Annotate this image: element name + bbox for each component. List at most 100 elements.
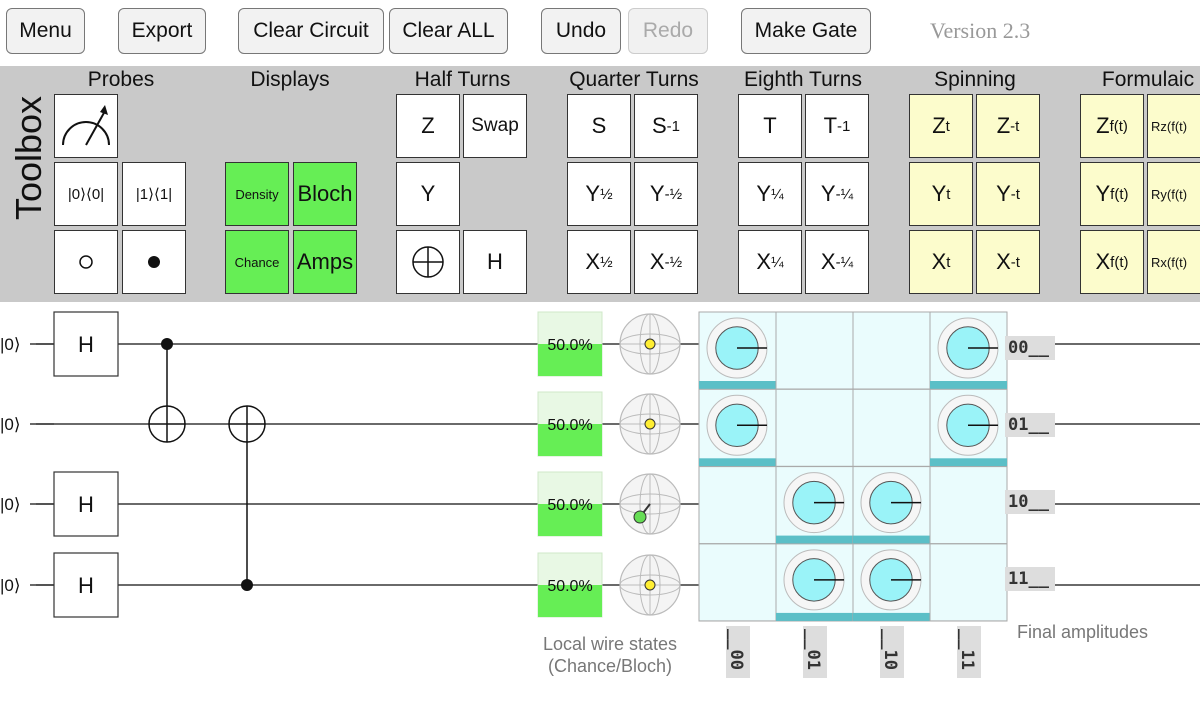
redo-button[interactable]: Redo	[628, 8, 708, 54]
amplitude-col-label: __01	[803, 626, 827, 678]
svg-text:00__: 00__	[1008, 338, 1050, 358]
amplitude-probability-bar	[699, 381, 776, 389]
svg-text:H: H	[78, 573, 94, 598]
anti-control-gate[interactable]	[54, 230, 118, 294]
bloch-sphere-wire-2[interactable]	[619, 393, 681, 455]
control-gate[interactable]	[122, 230, 186, 294]
amplitude-cell	[852, 311, 931, 390]
z-minus-t-gate[interactable]: Z-t	[976, 94, 1040, 158]
undo-button[interactable]: Undo	[541, 8, 621, 54]
chance-value: 50.0%	[547, 578, 592, 595]
chance-display-wire-1[interactable]: 50.0%	[537, 311, 603, 377]
svg-text:__11: __11	[957, 629, 977, 670]
chance-value: 50.0%	[547, 417, 592, 434]
toolbox: Toolbox Probes Displays Half Turns Quart…	[0, 66, 1200, 302]
amplitude-row-label: 11__	[1005, 567, 1055, 591]
amplitude-probability-bar	[776, 612, 853, 621]
postselect-on-gate[interactable]: |1⟩⟨1|	[122, 162, 186, 226]
measurement-gate[interactable]	[54, 94, 118, 158]
swap-gate[interactable]: Swap	[463, 94, 527, 158]
amplitude-col-label: __11	[957, 626, 981, 678]
ry-ft-gate[interactable]: Ry(f(t)	[1147, 162, 1200, 226]
amplitude-cell	[775, 466, 854, 545]
h-gate-wire-1[interactable]: H	[53, 311, 119, 377]
y-minus-t-gate[interactable]: Y-t	[976, 162, 1040, 226]
z-gate[interactable]: Z	[396, 94, 460, 158]
chance-value: 50.0%	[547, 337, 592, 354]
y-minus-quarter-gate[interactable]: Y-¼	[805, 162, 869, 226]
measure-meter-icon	[62, 105, 110, 146]
x-minus-quarter-gate[interactable]: X-¼	[805, 230, 869, 294]
chance-displays: 50.0% 50.0% 50.0% 50.0%	[537, 311, 603, 618]
bloch-sphere-wire-3[interactable]	[619, 473, 681, 535]
category-quarter-turns: Quarter Turns	[569, 68, 699, 91]
y-gate[interactable]: Y	[396, 162, 460, 226]
amplitude-probability-bar	[930, 458, 1007, 467]
chance-display-wire-4[interactable]: 50.0%	[537, 552, 603, 618]
amplitude-cell	[929, 311, 1008, 390]
category-formulaic: Formulaic	[1101, 68, 1195, 91]
rx-ft-gate[interactable]: Rx(f(t)	[1147, 230, 1200, 294]
chance-display-wire-2[interactable]: 50.0%	[537, 391, 603, 457]
menu-button[interactable]: Menu	[6, 8, 85, 54]
bloch-sphere-wire-4[interactable]	[619, 554, 681, 616]
amplitude-matrix[interactable]: 00__01__10__11____00__01__10__11	[698, 311, 1055, 678]
amplitude-cell	[698, 466, 777, 545]
svg-text:10__: 10__	[1008, 492, 1050, 512]
amplitude-cell	[698, 543, 777, 622]
chance-fill	[538, 424, 602, 456]
category-spinning: Spinning	[934, 68, 1016, 91]
amplitude-cell	[929, 466, 1008, 545]
cnot-gate-2[interactable]	[228, 405, 266, 591]
h-gate-wire-4[interactable]: H	[53, 552, 119, 618]
h-gate-wire-3[interactable]: H	[53, 471, 119, 537]
chance-value: 50.0%	[547, 497, 592, 514]
clear-circuit-button[interactable]: Clear Circuit	[238, 8, 384, 54]
t-inverse-gate[interactable]: T-1	[805, 94, 869, 158]
svg-text:11__: 11__	[1008, 569, 1050, 589]
h-gate[interactable]: H	[463, 230, 527, 294]
amplitude-col-label: __10	[880, 626, 904, 678]
x-gate[interactable]	[396, 230, 460, 294]
rz-ft-gate[interactable]: Rz(f(t)	[1147, 94, 1200, 158]
svg-text:H: H	[78, 332, 94, 357]
amplitude-cell	[775, 388, 854, 467]
amplitude-cell	[929, 388, 1008, 467]
bloch-vector-point	[644, 418, 656, 430]
cnot-gate-1[interactable]	[148, 338, 186, 443]
amps-display-gate[interactable]: Amps	[293, 230, 357, 294]
bloch-vector-point	[644, 338, 656, 350]
make-gate-button[interactable]: Make Gate	[741, 8, 871, 54]
bloch-sphere-wire-1[interactable]	[619, 313, 681, 375]
density-display-gate[interactable]: Density	[225, 162, 289, 226]
s-gate[interactable]: S	[567, 94, 631, 158]
export-button[interactable]: Export	[118, 8, 206, 54]
chance-display-gate[interactable]: Chance	[225, 230, 289, 294]
amplitude-row-label: 01__	[1005, 413, 1055, 437]
x-minus-half-gate[interactable]: X-½	[634, 230, 698, 294]
svg-text:01__: 01__	[1008, 415, 1050, 435]
x-minus-t-gate[interactable]: X-t	[976, 230, 1040, 294]
chance-display-wire-3[interactable]: 50.0%	[537, 471, 603, 537]
s-inverse-gate[interactable]: S-1	[634, 94, 698, 158]
bloch-display-gate[interactable]: Bloch	[293, 162, 357, 226]
clear-all-button[interactable]: Clear ALL	[389, 8, 508, 54]
circuit-canvas: |0⟩|0⟩|0⟩|0⟩ H H H 50.0%50.0%50.0%50.0% …	[0, 311, 1200, 678]
category-half-turns: Half Turns	[414, 68, 511, 91]
wires	[36, 343, 1200, 586]
postselect-off-gate[interactable]: |0⟩⟨0|	[54, 162, 118, 226]
t-gate[interactable]: T	[738, 94, 802, 158]
amplitude-probability-bar	[699, 458, 776, 467]
y-minus-half-gate[interactable]: Y-½	[634, 162, 698, 226]
amplitude-row-label: 10__	[1005, 490, 1055, 514]
